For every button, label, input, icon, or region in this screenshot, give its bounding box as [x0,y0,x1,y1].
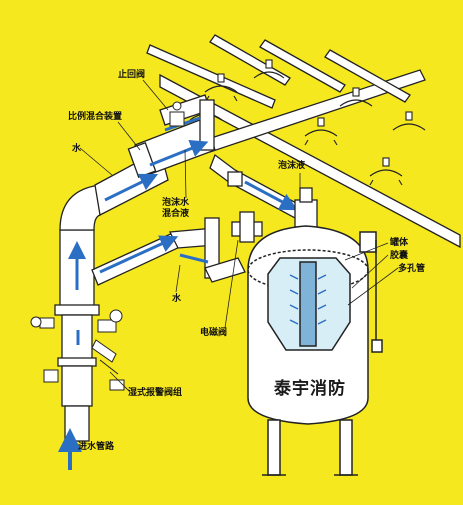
check-valve [169,101,185,127]
overhead-pipes [146,34,461,249]
valve-icon [239,211,255,243]
leader-lines [79,79,399,393]
water-feed-pipe [91,211,263,286]
wet-alarm-valve-assembly [30,309,125,391]
label-perforated-pipe: 多孔管 [398,264,426,274]
label-water-bottom: 水 [172,294,182,304]
label-mix-liquid: 混合液 [162,209,190,219]
label-foam-water: 泡沫水 [162,198,190,208]
label-wet-alarm-valve: 湿式报警阀组 [128,388,183,398]
brand-text: 泰宇消防 [274,379,346,399]
label-inlet-pipe: 进水管路 [78,442,115,452]
label-water-top: 水 [72,144,82,154]
label-foam-liquid: 泡沫液 [278,161,306,171]
sprinkler-head-icon [339,87,373,107]
sprinkler-head-icon [392,111,426,131]
valve-icon [227,171,243,187]
sprinkler-head-icon [253,59,285,79]
label-tank-body: 罐体 [390,238,409,248]
gauge-icon [109,309,123,323]
label-bladder: 胶囊 [390,251,409,261]
sprinkler-head-icon [204,73,238,102]
foam-tank [247,225,383,476]
sprinkler-head-icon [369,157,403,186]
label-proportional-mixer: 比例混合装置 [68,112,123,122]
foam-liquid-pipe [209,153,318,231]
sprinkler-head-icon [304,117,338,146]
sprinkler-heads [189,59,426,186]
gauge-icon [30,316,42,328]
label-solenoid-valve: 电磁阀 [200,328,228,338]
label-check-valve: 止回阀 [118,70,146,80]
valve-icon [169,111,185,127]
